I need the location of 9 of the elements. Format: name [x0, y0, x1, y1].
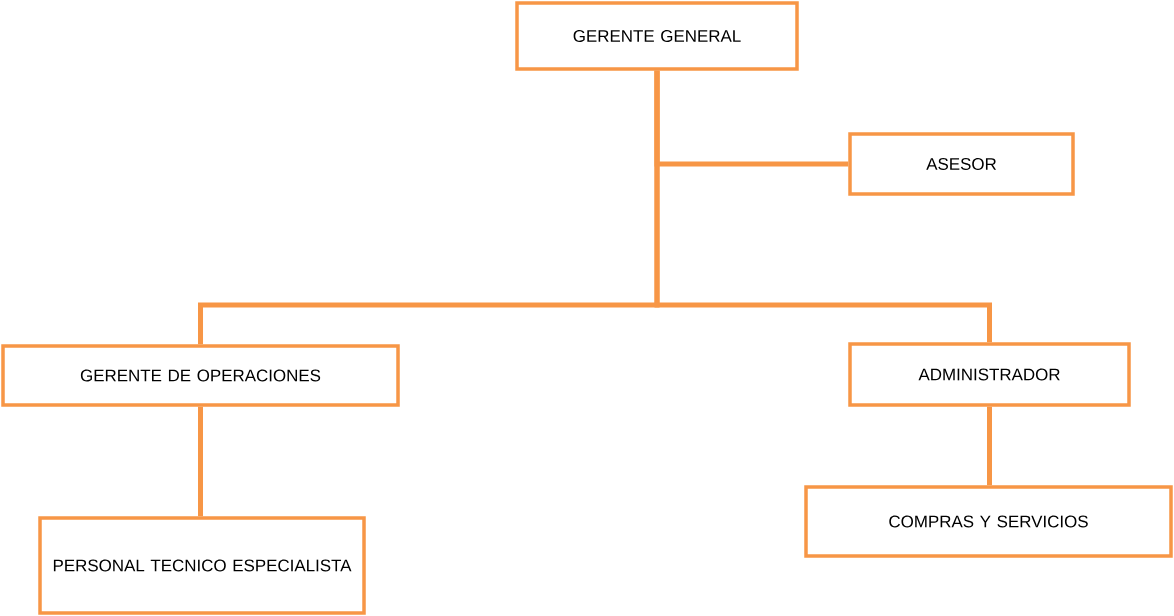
org-box: ADMINISTRADOR [848, 342, 1131, 407]
org-box: GERENTE DE OPERACIONES [1, 344, 400, 407]
org-box: PERSONAL TECNICO ESPECIALISTA [38, 516, 366, 615]
org-box: COMPRAS Y SERVICIOS [804, 485, 1173, 558]
org-box: GERENTE GENERAL [515, 1, 799, 71]
org-box: ASESOR [848, 132, 1075, 196]
connector-line [654, 70, 992, 343]
connector-line [987, 406, 992, 486]
connector-line [198, 406, 203, 517]
